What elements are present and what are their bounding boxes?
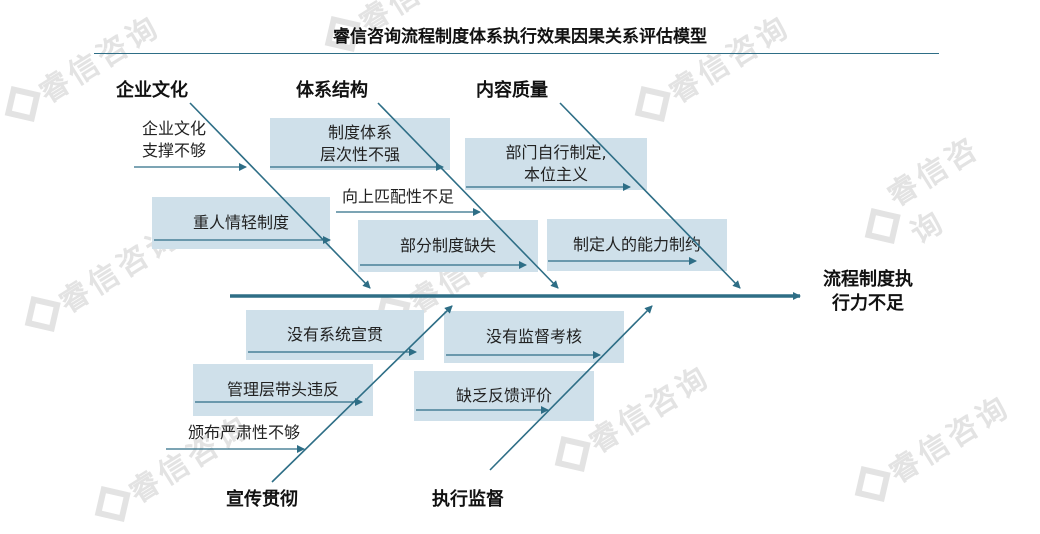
cause-text-culture-1: 企业文化 支撑不够 xyxy=(141,119,206,160)
category-quality: 内容质量 xyxy=(476,80,548,101)
cause-label: 没有系统宣贯 xyxy=(286,325,383,344)
cause-label: 没有监督考核 xyxy=(485,327,582,346)
category-supervision: 执行监督 xyxy=(432,489,504,510)
title-divider xyxy=(94,53,939,54)
diagram-title: 睿信咨询流程制度体系执行效果因果关系评估模型 xyxy=(333,27,707,47)
cause-text-promotion-3: 颁布严肃性不够 xyxy=(187,423,300,442)
cause-label: 缺乏反馈评价 xyxy=(455,386,552,405)
cause-box-structure-3: 部分制度缺失 xyxy=(358,220,538,272)
cause-box-structure-1: 制度体系 层次性不强 xyxy=(270,118,450,170)
bone-culture xyxy=(189,102,371,289)
cause-label: 制定人的能力制约 xyxy=(572,235,701,254)
cause-label: 部分制度缺失 xyxy=(399,236,496,255)
bone-supervision xyxy=(489,305,653,471)
category-culture: 企业文化 xyxy=(116,80,188,101)
cause-label: 制度体系 层次性不强 xyxy=(319,123,400,164)
effect-label: 流程制度执 行力不足 xyxy=(823,269,913,314)
cause-box-quality-1: 部门自行制定, 本位主义 xyxy=(465,138,647,190)
cause-label: 重人情轻制度 xyxy=(192,213,289,232)
bone-quality xyxy=(559,102,741,289)
cause-box-promotion-2: 管理层带头违反 xyxy=(193,364,373,416)
category-structure: 体系结构 xyxy=(296,80,368,101)
bone-structure xyxy=(377,102,559,289)
cause-text-structure-2: 向上匹配性不足 xyxy=(341,187,454,206)
cause-label: 管理层带头违反 xyxy=(226,380,339,399)
cause-label: 部门自行制定, 本位主义 xyxy=(505,143,607,184)
cause-box-quality-2: 制定人的能力制约 xyxy=(547,219,727,271)
category-promotion: 宣传贯彻 xyxy=(226,489,298,510)
bone-promotion xyxy=(271,305,453,483)
